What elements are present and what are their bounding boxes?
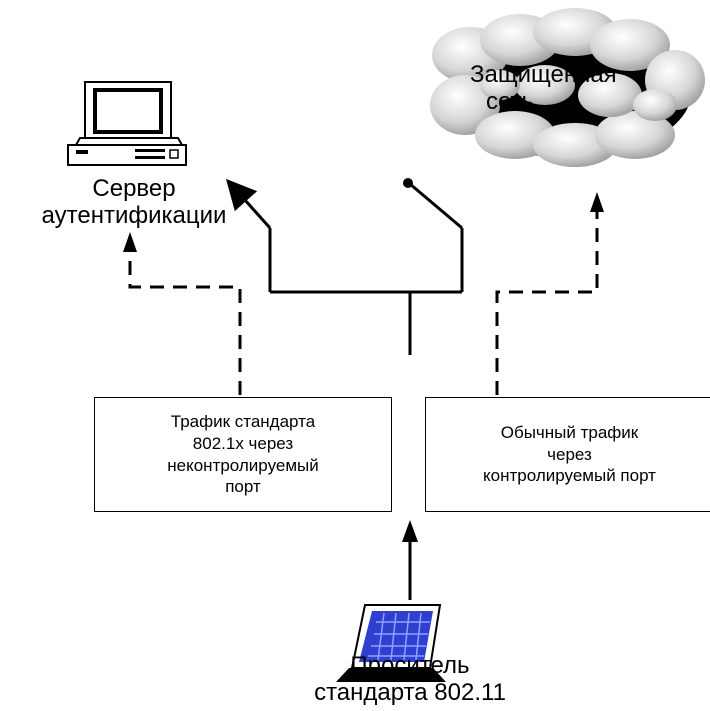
box-left-line1: Трафик стандарта: [170, 412, 316, 431]
switch-pivot: [403, 178, 413, 188]
arrow-from-supplicant: [402, 520, 418, 542]
box-left-line3: неконтролируемый: [167, 455, 319, 475]
desktop-computer-icon: [67, 81, 187, 166]
box-left-line4: порт: [225, 477, 261, 497]
controlled-port-box: Обычный трафик через контролируемый порт: [425, 397, 710, 512]
uncontrolled-port-box: Трафик стандарта 802.1x через неконтроли…: [94, 397, 392, 512]
uncontrolled-port-text: Трафик стандарта 802.1x через неконтроли…: [167, 411, 318, 498]
supplicant-label-line2: стандарта 802.11: [314, 678, 506, 706]
cloud-icon: [430, 8, 705, 167]
box-left-line2: 802.1x через: [192, 433, 294, 453]
server-label-line2: аутентификации: [41, 201, 227, 229]
network-label-line1: Защищенная: [470, 61, 617, 88]
controlled-port-text: Обычный трафик через контролируемый порт: [483, 422, 656, 487]
port-switch: [225, 178, 464, 355]
box-right-line3: контролируемый порт: [483, 466, 656, 486]
network-label-line2: сеть: [486, 87, 535, 115]
server-label: Сервер аутентификации: [4, 175, 264, 230]
uncontrolled-port-path: [128, 252, 242, 395]
supplicant-label: Проситель стандарта 802.11: [230, 652, 590, 707]
server-label-line1: Сервер: [92, 175, 176, 202]
laptop-icon: [336, 604, 446, 682]
box-right-line1: Обычный трафик: [500, 422, 639, 442]
network-label: Защищенная сеть: [456, 61, 666, 116]
controlled-port-path: [495, 212, 599, 395]
arrow-to-network: [590, 192, 604, 212]
box-right-line2: через: [547, 444, 592, 464]
arrow-to-server: [123, 232, 137, 252]
supplicant-label-line1: Проситель: [350, 652, 470, 679]
